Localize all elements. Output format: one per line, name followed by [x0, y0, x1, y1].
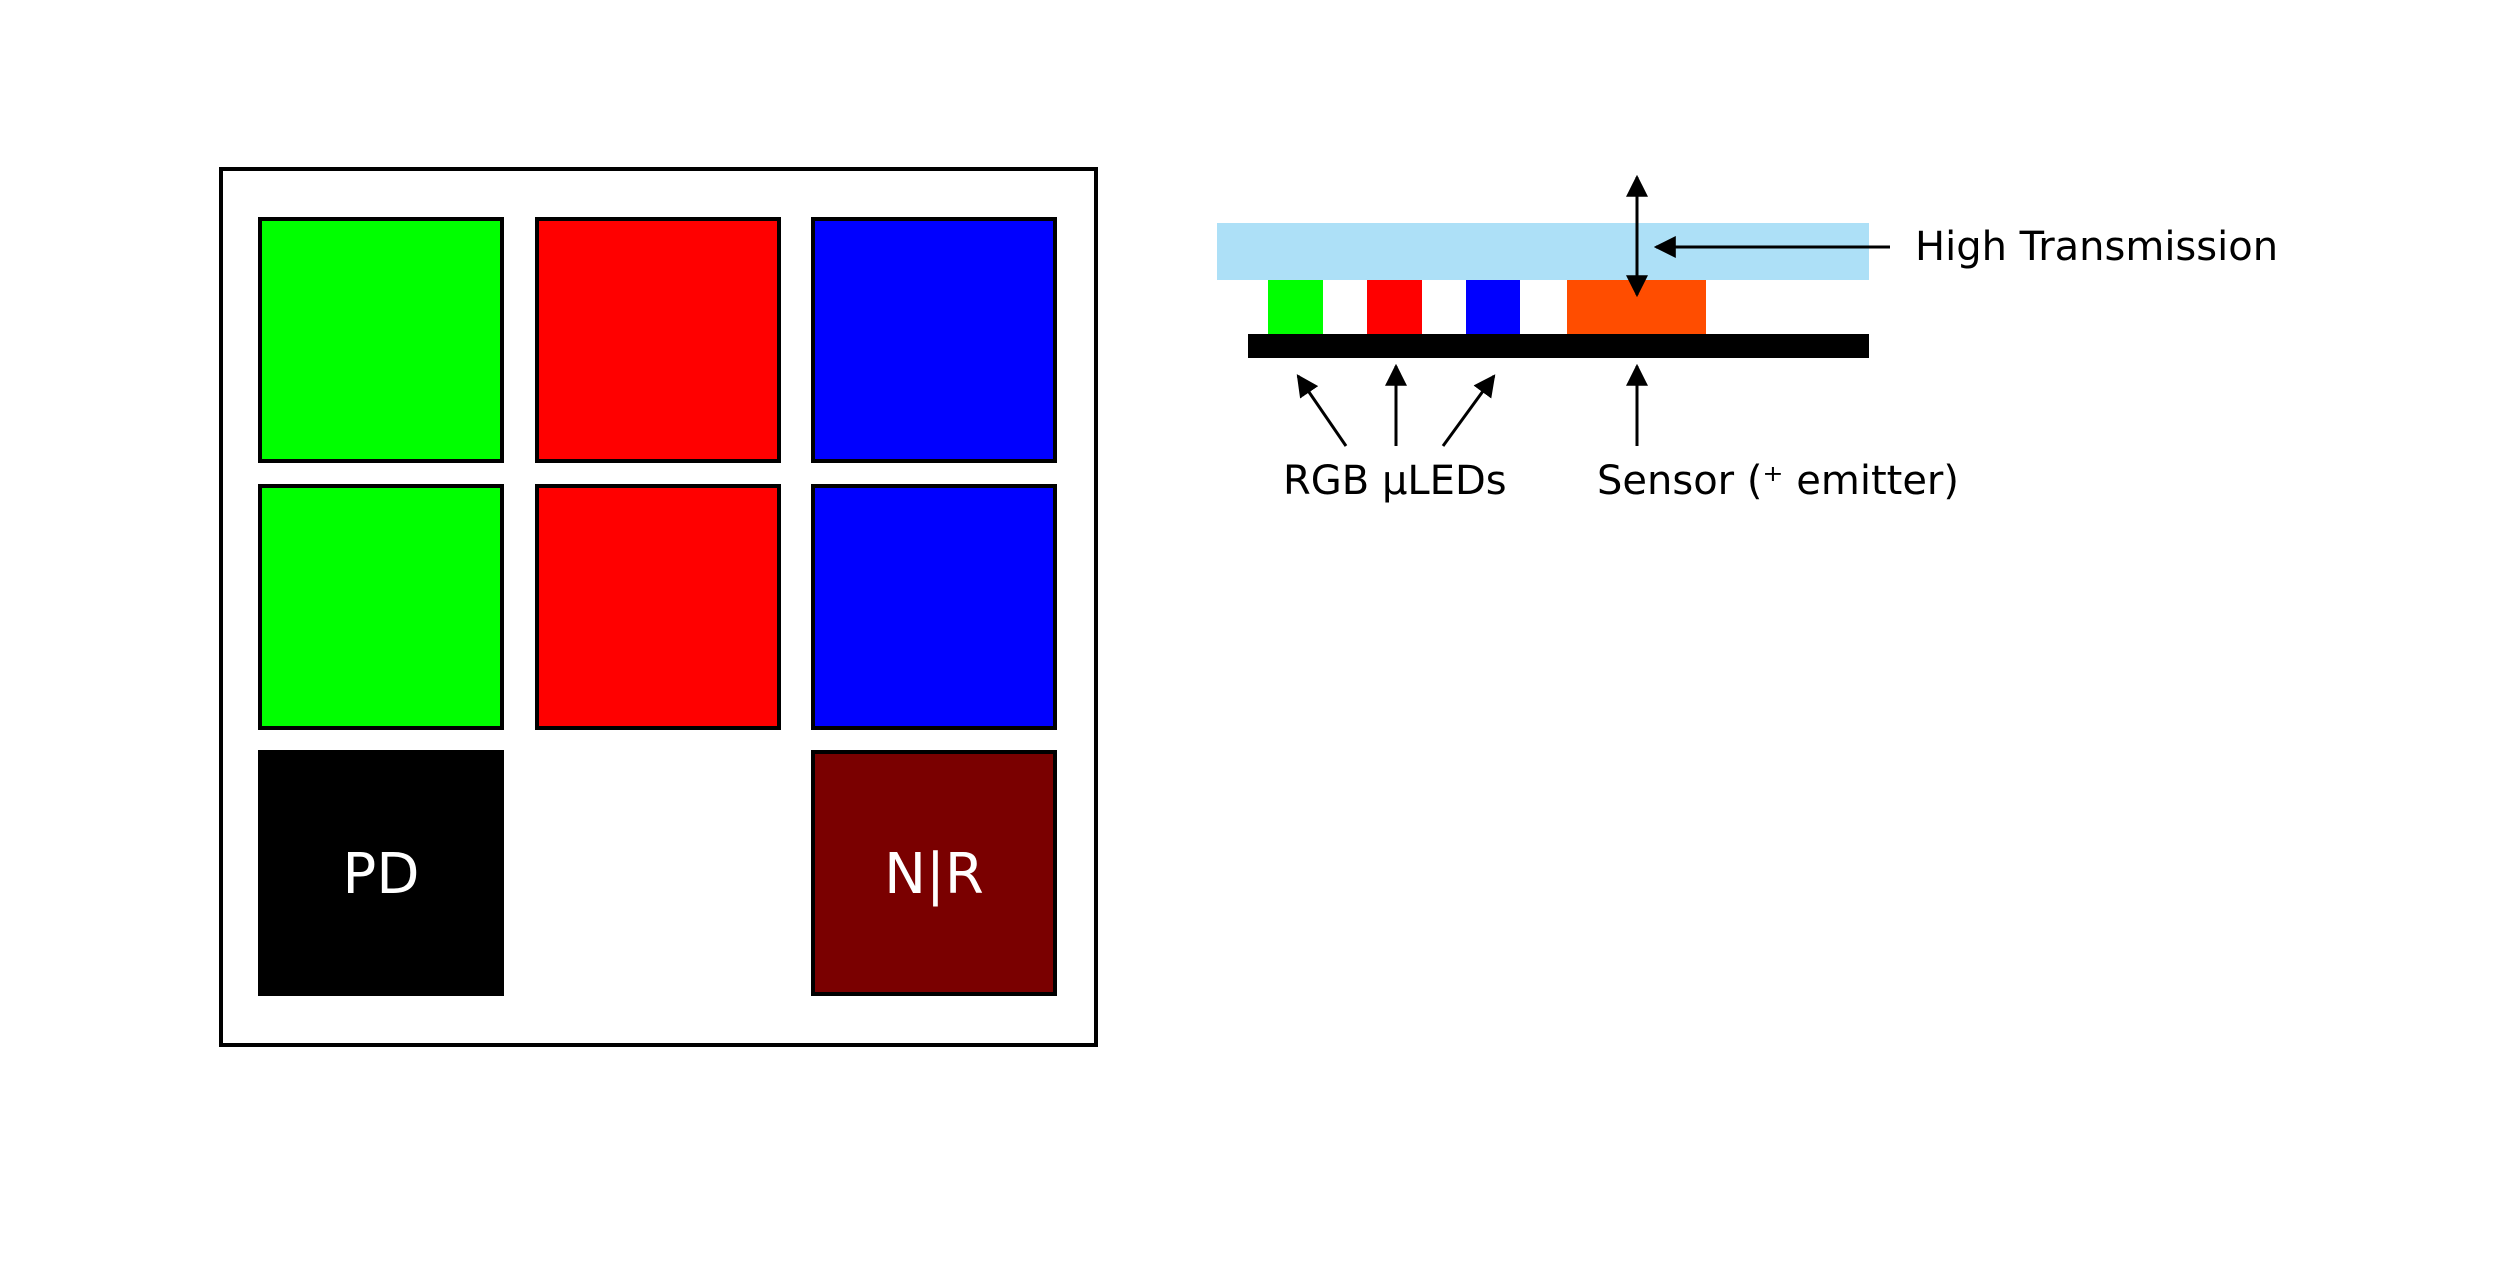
- substrate: [1248, 334, 1869, 358]
- pixel-grid-cells: PD N|R: [258, 217, 1057, 996]
- cell-blue-1: [811, 217, 1057, 463]
- rgb-microleds-label: RGB µLEDs: [1283, 458, 1507, 504]
- cell-nir-label: N|R: [884, 842, 984, 907]
- micro-led-green: [1268, 280, 1323, 334]
- cell-pd-label: PD: [343, 842, 420, 907]
- cell-green-2: [258, 484, 504, 730]
- led-pointer-arrow-blue: [1441, 374, 1496, 447]
- cell-pd: [258, 750, 504, 996]
- cross-section: High Transmission RGB µLEDs Sensor (⁺ em…: [1217, 174, 2278, 504]
- cover-glass: [1217, 223, 1869, 280]
- micro-led-red: [1367, 280, 1422, 334]
- led-pointer-arrow-green: [1296, 374, 1348, 447]
- cell-blue-2: [811, 484, 1057, 730]
- high-transmission-label: High Transmission: [1915, 224, 2278, 270]
- cell-red-1: [535, 217, 781, 463]
- pixel-grid-frame: [219, 167, 1098, 1047]
- cell-green-1: [258, 217, 504, 463]
- cell-red-2: [535, 484, 781, 730]
- pixel-grid: PD N|R: [219, 167, 1098, 1047]
- sensor-emitter-label: Sensor (⁺ emitter): [1597, 458, 1959, 504]
- micro-led-blue: [1466, 280, 1520, 334]
- cell-nir: [811, 750, 1057, 996]
